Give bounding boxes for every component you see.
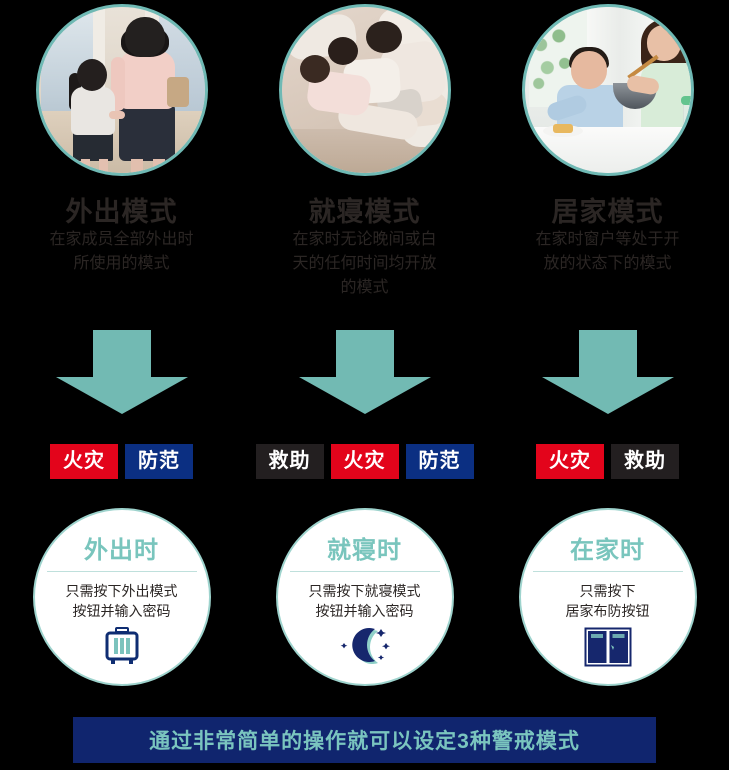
card-title: 外出时 [84,537,159,564]
photo-ring [35,4,208,176]
badge-fire[interactable]: 火灾 [330,444,399,479]
suitcase-icon [104,627,140,667]
summary-banner-text: 通过非常简单的操作就可以设定3种警戒模式 [149,730,580,753]
down-arrow-icon [541,330,674,419]
mode-title: 居家模式 [551,197,664,227]
usage-card-home: 在家时 只需按下居家布防按钮 [518,508,697,686]
mode-column-away: 外出模式 在家成员全部外出时所使用的模式 火灾 防范 外出时 只需按下外出模式按… [0,0,243,700]
badge-fire[interactable]: 火灾 [536,444,604,479]
card-title: 就寝时 [327,537,402,564]
usage-card-sleep: 就寝时 只需按下就寝模式按钮并输入密码 [275,508,454,686]
summary-banner: 通过非常简单的操作就可以设定3种警戒模式 [73,717,656,763]
photo-leaving-home [35,4,208,176]
usage-card-away: 外出时 只需按下外出模式按钮并输入密码 [32,508,211,686]
moon-stars-icon [334,627,396,667]
mode-column-sleep: 就寝模式 在家时无论晚间或白天的任何时间均开放的模式 救助 火灾 防范 就寝时 … [243,0,486,700]
card-divider [46,571,197,572]
badge-group: 火灾 救助 [486,444,729,479]
card-divider [532,571,683,572]
photo-ring [521,4,694,176]
mode-description: 在家时无论晚间或白天的任何时间均开放的模式 [292,231,437,296]
badge-rescue[interactable]: 救助 [611,444,679,479]
badge-security[interactable]: 防范 [125,444,193,479]
card-text: 只需按下居家布防按钮 [565,583,650,619]
card-divider [289,571,440,572]
mode-title: 外出模式 [65,197,178,227]
photo-couple-at-home [521,4,694,176]
photo-family-sleeping [278,4,451,176]
card-text: 只需按下外出模式按钮并输入密码 [65,583,178,619]
badge-rescue[interactable]: 救助 [255,444,324,479]
down-arrow-icon [55,330,188,419]
photo-content [524,7,691,173]
mode-column-home: 居家模式 在家时窗户等处于开放的状态下的模式 火灾 救助 在家时 只需按下居家布… [486,0,729,700]
mode-description: 在家时窗户等处于开放的状态下的模式 [535,231,680,272]
badge-fire[interactable]: 火灾 [50,444,118,479]
mode-title: 就寝模式 [308,197,421,227]
photo-content [38,7,205,173]
badge-security[interactable]: 防范 [405,444,474,479]
photo-ring [278,4,451,176]
card-text: 只需按下就寝模式按钮并输入密码 [308,583,421,619]
photo-content [281,7,448,173]
badge-group: 救助 火灾 防范 [243,444,486,479]
badge-group: 火灾 防范 [0,444,243,479]
down-arrow-icon [298,330,431,419]
double-door-icon [584,627,632,667]
mode-description: 在家成员全部外出时所使用的模式 [49,231,194,272]
card-title: 在家时 [570,537,645,564]
